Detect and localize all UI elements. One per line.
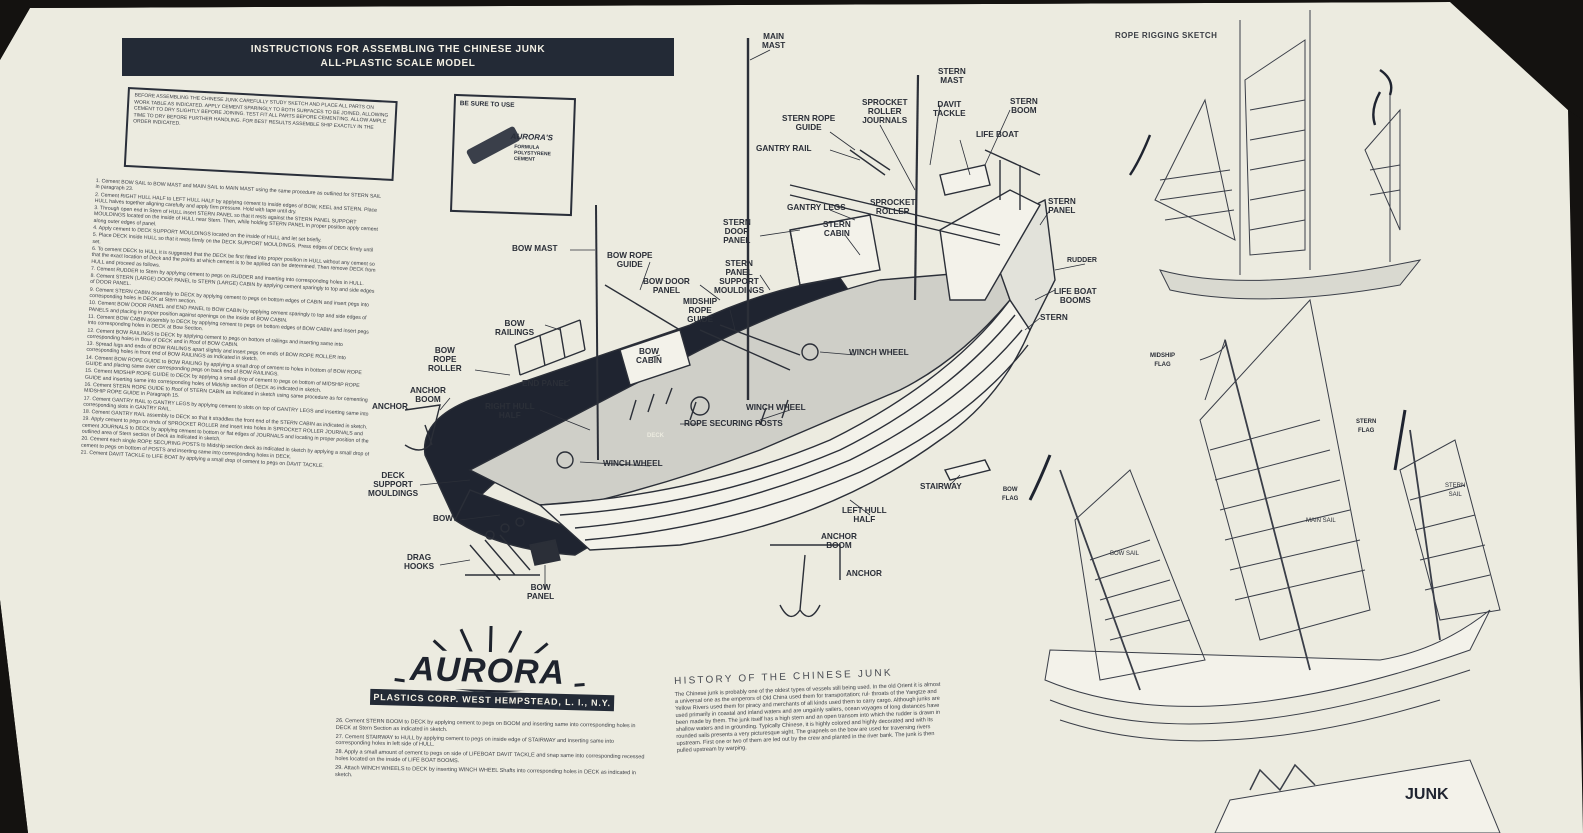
label-stern-cabin: STERN CABIN: [823, 220, 851, 238]
label-stern-door-panel: STERN DOOR PANEL: [723, 218, 751, 245]
title-banner: INSTRUCTIONS FOR ASSEMBLING THE CHINESE …: [122, 38, 674, 76]
label-stairway: STAIRWAY: [920, 482, 962, 491]
label-stern-panel: STERN PANEL: [1048, 197, 1076, 215]
label-stern-sail: STERN SAIL: [1445, 483, 1466, 498]
label-midship-rope-guide: MIDSHIP ROPE GUIDE: [683, 297, 718, 324]
label-bow-rope-roller: BOW ROPE ROLLER: [428, 346, 462, 373]
label-bow: BOW: [433, 514, 454, 523]
label-bow-sail: BOW SAIL: [1110, 551, 1140, 557]
label-gantry-legs: GANTRY LEGS: [787, 203, 846, 212]
label-right-hull-half: RIGHT HULL HALF: [485, 402, 535, 420]
rope-rigging-sketch-title: ROPE RIGGING SKETCH: [1115, 31, 1218, 40]
label-life-boat: LIFE BOAT: [976, 130, 1019, 139]
label-davit-tackle: DAVIT TACKLE: [933, 100, 966, 118]
label-junk: JUNK: [1405, 786, 1449, 803]
label-stern-panel-support-mouldings: STERN PANEL SUPPORT MOULDINGS: [714, 259, 765, 295]
label-deck: DECK: [647, 433, 665, 439]
label-life-boat-booms: LIFE BOAT BOOMS: [1054, 287, 1097, 305]
label-bow-cabin: BOW CABIN: [636, 347, 662, 365]
label-end-panel: END PANEL: [522, 379, 569, 388]
label-winch-wheel-3: WINCH WHEEL: [603, 459, 663, 468]
label-main-mast: MAIN MAST: [762, 32, 786, 50]
label-sprocket-roller: SPROCKET ROLLER: [870, 198, 916, 216]
label-rope-securing-posts: ROPE SECURING POSTS: [684, 419, 783, 428]
label-anchor-2: ANCHOR: [846, 569, 882, 578]
label-main-sail: MAIN SAIL: [1306, 518, 1336, 524]
history-section: HISTORY OF THE CHINESE JUNK The Chinese …: [674, 666, 947, 755]
label-gantry-rail: GANTRY RAIL: [756, 144, 812, 153]
label-rudder: RUDDER: [1067, 257, 1097, 264]
history-body: The Chinese junk is probably one of the …: [674, 681, 941, 754]
label-stern-mast: STERN MAST: [938, 67, 966, 85]
label-bow-door-panel: BOW DOOR PANEL: [643, 277, 690, 295]
label-stern-flag: STERN FLAG: [1356, 419, 1377, 434]
label-left-hull-half: LEFT HULL HALF: [842, 506, 887, 524]
label-sprocket-roller-journals: SPROCKET ROLLER JOURNALS: [862, 98, 908, 125]
instruction-step: 29. Attach WINCH WHEELS to DECK by inser…: [334, 764, 637, 778]
aurora-logo: AURORA PLASTICS CORP. WEST HEMPSTEAD, L.…: [364, 619, 616, 716]
label-drag-hooks: DRAG HOOKS: [404, 553, 435, 571]
label-bow-mast: BOW MAST: [512, 244, 558, 253]
label-anchor-1: ANCHOR: [372, 402, 408, 411]
label-deck-support-mouldings: DECK SUPPORT MOULDINGS: [368, 471, 419, 498]
label-bow-flag: BOW FLAG: [1002, 487, 1019, 502]
sunburst-icon: [394, 625, 585, 694]
label-stern: STERN: [1040, 313, 1068, 322]
label-anchor-boom-1: ANCHOR BOOM: [410, 386, 446, 404]
label-winch-wheel-2: WINCH WHEEL: [746, 403, 806, 412]
label-midship-flag: MIDSHIP FLAG: [1150, 353, 1176, 368]
label-bow-railings: BOW RAILINGS: [495, 319, 535, 337]
label-bow-rope-guide: BOW ROPE GUIDE: [607, 251, 653, 269]
label-winch-wheel-1: WINCH WHEEL: [849, 348, 909, 357]
label-bow-panel: BOW PANEL: [527, 583, 555, 601]
lower-instruction-list: 26. Cement STERN BOOM to DECK by applyin…: [335, 718, 648, 786]
aurora-wordmark: AURORA: [409, 649, 566, 692]
label-stern-rope-guide: STERN ROPE GUIDE: [782, 114, 836, 132]
label-anchor-boom-2: ANCHOR BOOM: [821, 532, 857, 550]
title-line-1: INSTRUCTIONS FOR ASSEMBLING THE CHINESE …: [250, 44, 546, 55]
label-stern-boom: STERN BOOM: [1010, 97, 1038, 115]
title-line-2: ALL-PLASTIC SCALE MODEL: [320, 58, 476, 69]
